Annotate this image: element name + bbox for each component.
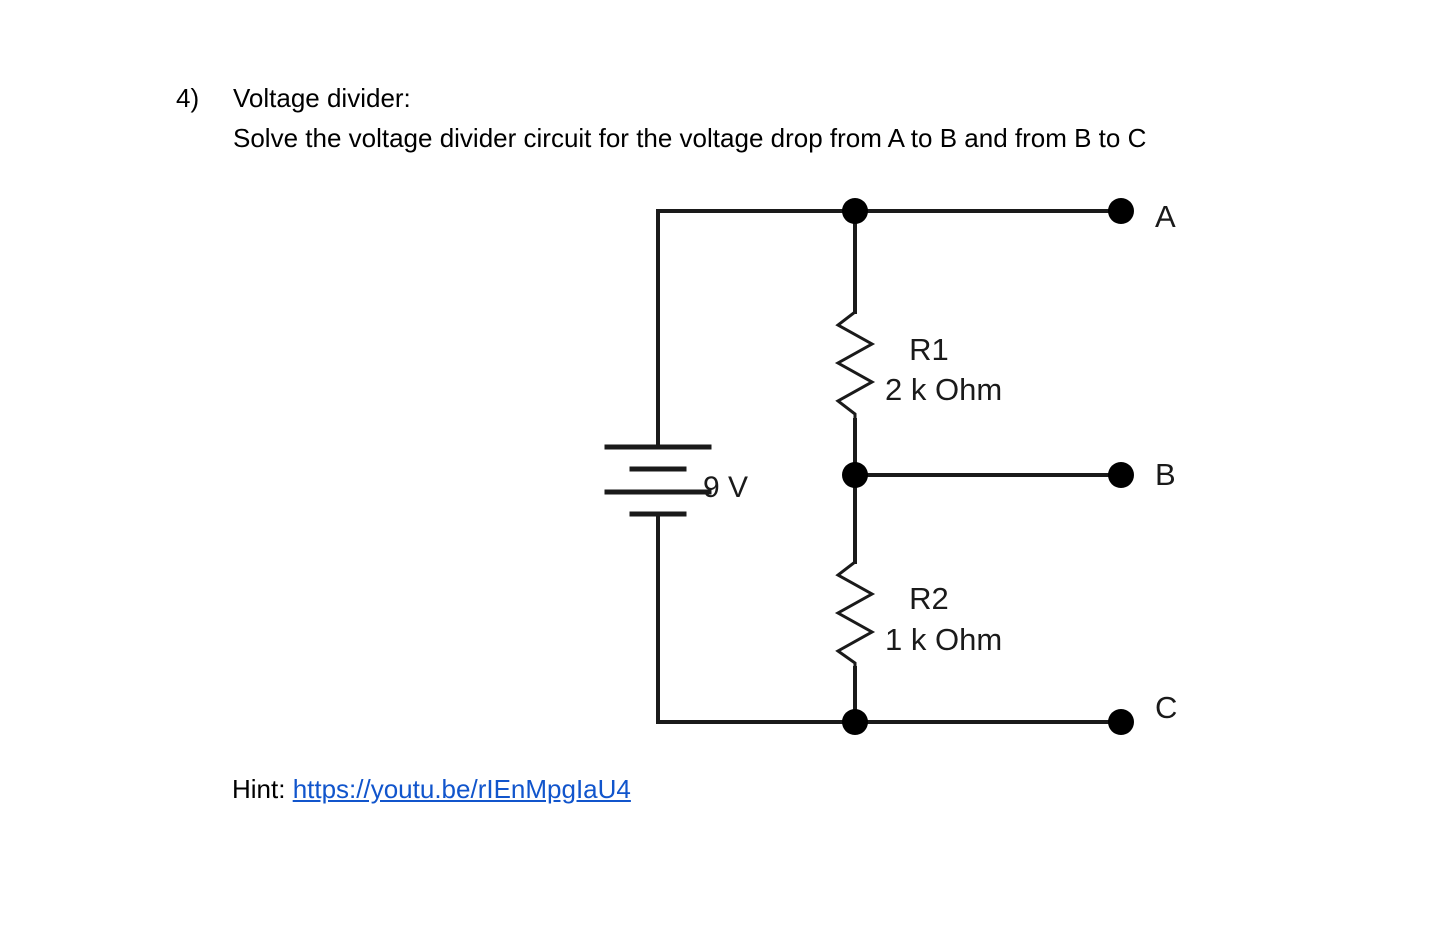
terminal-label-c: C — [1155, 690, 1177, 725]
junction-dot-node-b — [842, 462, 868, 488]
junction-dot-node-c — [842, 709, 868, 735]
resistor-r2-value: 1 k Ohm — [885, 622, 1002, 657]
question-heading: 4) Voltage divider: — [176, 78, 1376, 118]
terminal-label-b: B — [1155, 457, 1176, 492]
terminal-dot-c — [1108, 709, 1134, 735]
hint-video-link[interactable]: https://youtu.be/rIEnMpgIaU4 — [292, 774, 631, 804]
resistor-r1-value: 2 k Ohm — [885, 372, 1002, 407]
question-body: Solve the voltage divider circuit for th… — [233, 123, 1147, 153]
resistor-r2-symbol — [834, 559, 876, 670]
battery-voltage-label: 9 V — [703, 471, 748, 504]
hint-label: Hint: — [232, 774, 293, 804]
resistor-r1-designator: R1 — [909, 332, 949, 367]
question-title: Voltage divider: — [233, 83, 411, 113]
junction-dot-node-a — [842, 198, 868, 224]
question-block: 4) Voltage divider: Solve the voltage di… — [176, 78, 1376, 158]
terminal-label-a: A — [1155, 199, 1176, 234]
resistor-r1-symbol — [834, 309, 876, 422]
resistor-r2-designator: R2 — [909, 581, 949, 616]
terminal-dot-a — [1108, 198, 1134, 224]
hint-line: Hint: https://youtu.be/rIEnMpgIaU4 — [232, 772, 631, 806]
question-number: 4) — [176, 83, 200, 113]
terminal-dot-b — [1108, 462, 1134, 488]
